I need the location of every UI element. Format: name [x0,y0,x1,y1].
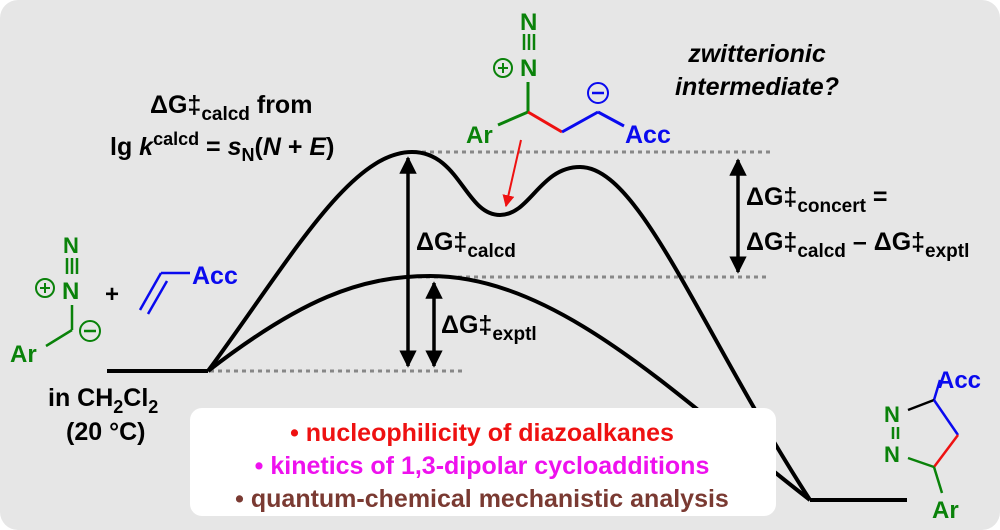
heading-equation: lg kcalcd = sN(N + E) [110,129,334,165]
plus-charge-icon [493,58,513,78]
plus-sign: + [105,281,119,308]
stepwise-curve [206,149,812,502]
diazoalkane-structure: N N Ar [10,233,101,368]
topic-nucleophilicity: • nucleophilicity of diazoalkanes [290,419,674,447]
minus-charge-icon [587,82,609,104]
zwitterion-structure: N N Ar Acc [466,9,671,149]
atom-ar: Ar [466,122,493,149]
atom-n1: N [884,402,900,427]
intermediate-pointer-arrow [502,139,522,208]
atom-acc: Acc [937,367,981,394]
delta-g-concert-label: ΔG‡concert = [746,183,888,217]
atom-ar: Ar [10,341,37,368]
topics-box [190,408,776,516]
plus-charge-icon [35,278,55,298]
atom-acc: Acc [625,121,671,149]
atom-n-plus: N [62,278,79,305]
atom-n-terminal: N [520,9,537,36]
minus-charge-icon [79,320,101,342]
topic-quantum-analysis: • quantum-chemical mechanistic analysis [235,485,729,513]
delta-g-exptl-label: ΔG‡exptl [441,311,537,345]
atom-n2: N [884,442,900,467]
new-bond-red [527,110,563,134]
pyrazoline-structure: Acc N N Ar [884,367,981,524]
atom-ar: Ar [932,497,959,524]
atom-n-terminal: N [63,233,79,258]
temperature-label: (20 °C) [66,418,145,446]
alkene-structure: Acc [138,262,238,315]
delta-g-calcd-label: ΔG‡calcd [416,228,516,262]
question-line1: zwitterionic [687,40,826,68]
triple-bond [522,34,536,50]
heading-line1: ΔG‡calcd from [150,91,312,125]
reference-lines [210,150,770,373]
question-line2: intermediate? [675,73,839,101]
topic-kinetics: • kinetics of 1,3-dipolar cycloadditions [255,452,710,480]
atom-acc: Acc [192,262,238,290]
atom-n-plus: N [520,55,537,82]
delta-g-difference-label: ΔG‡calcd – ΔG‡exptl [746,228,969,262]
solvent-label: in CH2Cl2 [48,384,158,417]
